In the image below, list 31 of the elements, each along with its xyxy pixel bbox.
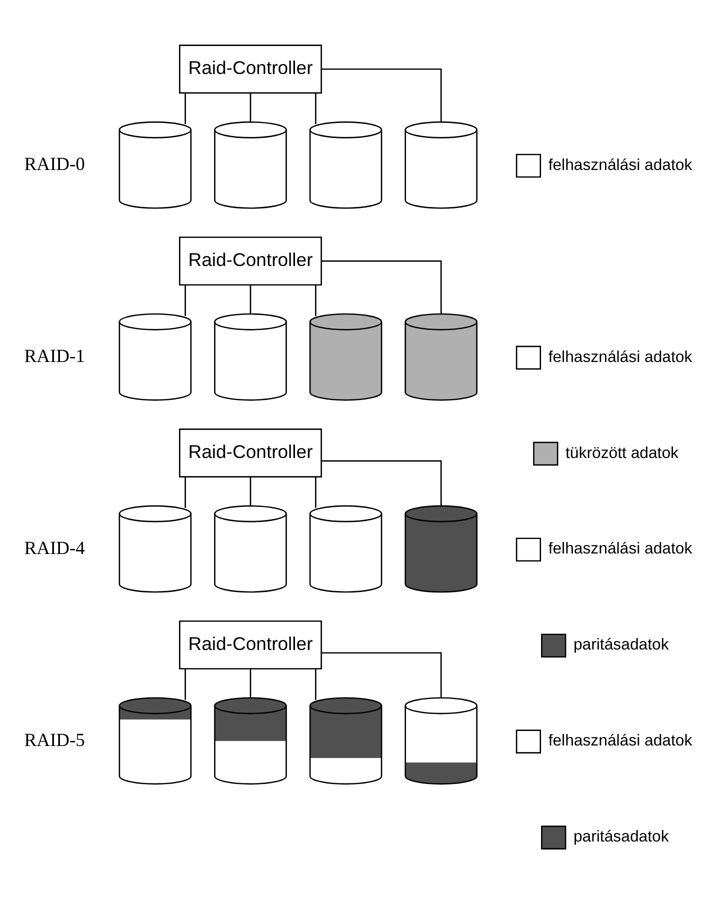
legend-label: paritásadatok [573,828,669,846]
label: RAID-4 [24,537,85,558]
connector [184,668,186,700]
label: RAID-5 [24,729,85,750]
legend-label: paritásadatok [573,636,669,654]
connector [315,284,316,316]
node-box: Raid-Controller [179,44,322,94]
connector [321,460,442,505]
node-box: Raid-Controller [179,620,322,669]
connector [321,652,442,697]
connector [184,476,186,508]
connector [250,92,252,122]
node-box: Raid-Controller [179,428,322,477]
connector [184,92,186,124]
connector [250,668,252,698]
connector [315,92,316,124]
legend-label: tükrözött adatok [566,444,678,462]
legend-label: felhasználási adatok [548,156,692,174]
legend-label: felhasználási adatok [548,732,692,750]
connector [321,260,442,314]
connector [250,284,252,314]
connector [315,668,316,700]
connector [184,284,186,316]
label: RAID-0 [24,153,85,174]
legend-label: felhasználási adatok [548,348,692,366]
label: RAID-1 [24,345,85,366]
legend-label: felhasználási adatok [548,540,692,558]
connector [250,476,252,506]
connector [315,476,316,508]
node-box: Raid-Controller [179,236,322,286]
connector [321,68,442,122]
